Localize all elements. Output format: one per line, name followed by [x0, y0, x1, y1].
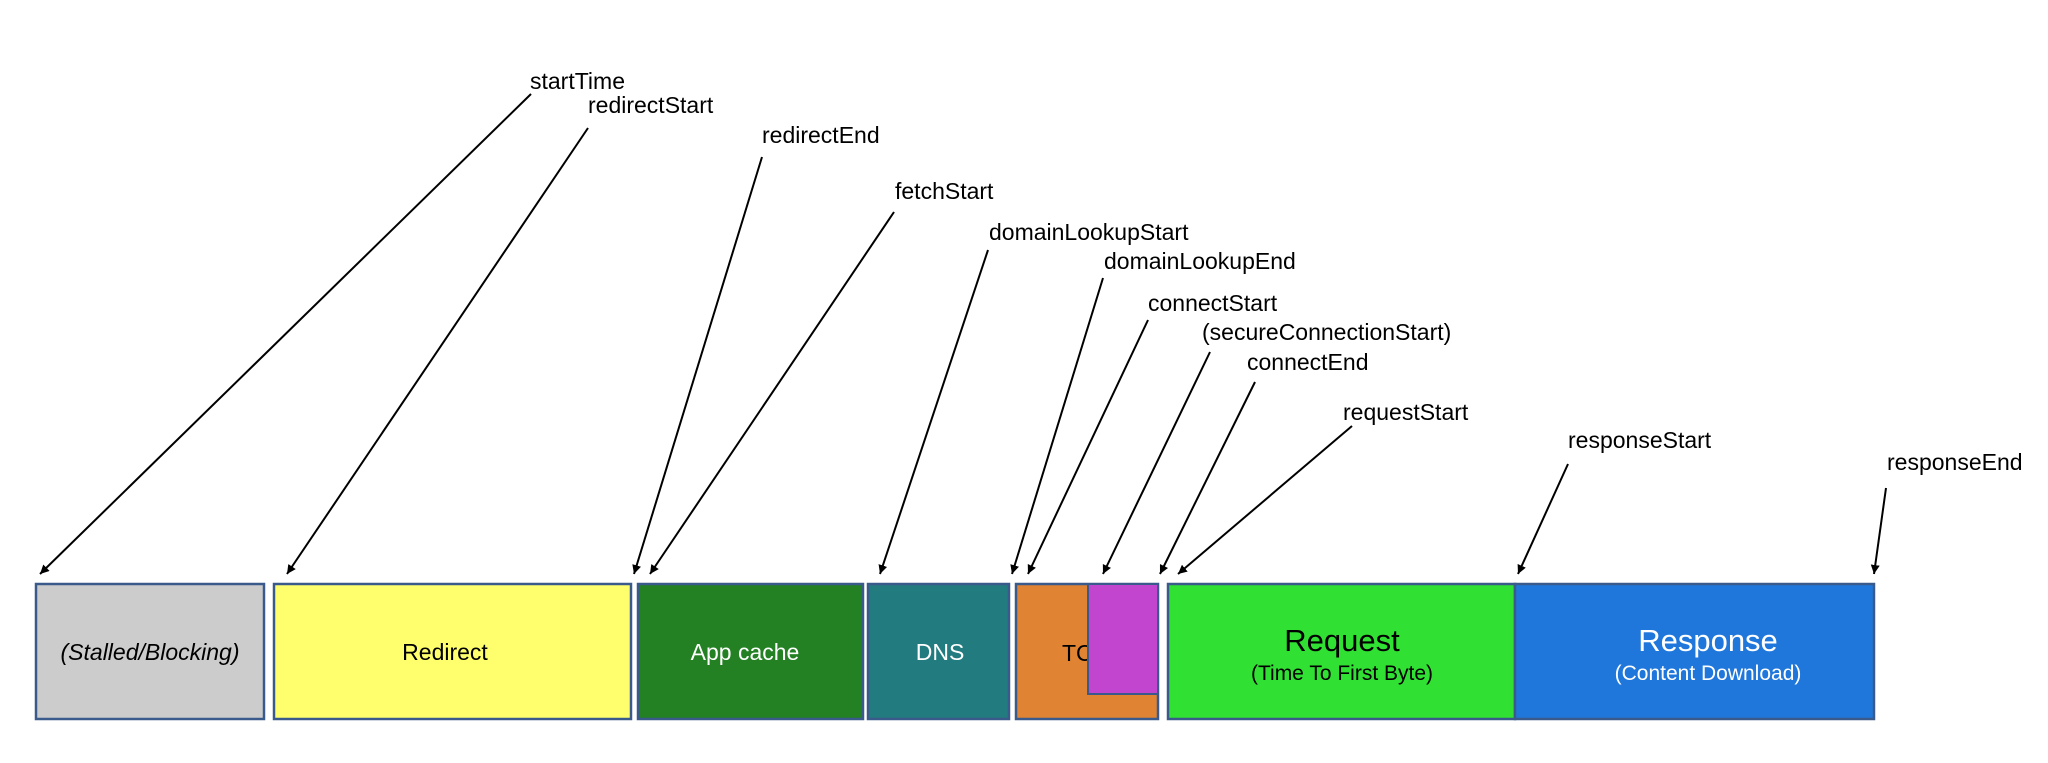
request-segment [1166, 582, 1517, 721]
startTime-arrow [39, 93, 532, 575]
response-label: Response [1638, 623, 1778, 658]
responseEnd-arrow [1870, 487, 1887, 575]
appcache-label: App cache [691, 639, 800, 665]
requestStart-label: requestStart [1343, 399, 1469, 425]
stalled-segment [34, 582, 266, 721]
redirectStart-arrow [286, 127, 589, 575]
domainLookupEnd-label: domainLookupEnd [1104, 248, 1296, 274]
redirectStart-label: redirectStart [588, 92, 714, 118]
responseStart-arrow [1517, 463, 1569, 575]
segment-bar: (Stalled/Blocking) Redirect App cache DN… [34, 582, 1876, 721]
redirectEnd-arrow [632, 156, 763, 575]
domainLookupStart-arrow [878, 249, 989, 575]
redirect-segment [272, 582, 633, 721]
domainLookupStart-label: domainLookupStart [989, 219, 1189, 245]
fetchStart-label: fetchStart [895, 178, 994, 204]
redirect-label: Redirect [402, 639, 488, 665]
connectStart-arrow [1027, 319, 1149, 575]
requestStart-arrow [1177, 425, 1353, 575]
request-sublabel: (Time To First Byte) [1251, 662, 1433, 685]
response-sublabel: (Content Download) [1615, 662, 1802, 685]
connectEnd-label: connectEnd [1247, 349, 1368, 375]
dns-label: DNS [916, 639, 965, 665]
secureConnectionStart-label: (secureConnectionStart) [1202, 319, 1451, 345]
connectEnd-arrow [1159, 381, 1256, 575]
fetchStart-arrow [649, 211, 895, 575]
responseStart-label: responseStart [1568, 427, 1712, 453]
marker-labels: startTime redirectStart redirectEnd fetc… [530, 68, 2023, 475]
appcache-segment [636, 582, 865, 721]
redirectEnd-label: redirectEnd [762, 122, 880, 148]
domainLookupEnd-arrow [1010, 277, 1104, 575]
response-segment [1513, 582, 1876, 721]
connectStart-label: connectStart [1148, 290, 1278, 316]
ssl-segment [1087, 583, 1159, 695]
secureConnectionStart-arrow [1102, 351, 1211, 575]
marker-arrows [39, 93, 1887, 575]
responseEnd-label: responseEnd [1887, 449, 2023, 475]
dns-segment [866, 582, 1011, 721]
stalled-label: (Stalled/Blocking) [61, 639, 240, 665]
request-label: Request [1284, 623, 1400, 658]
startTime-label: startTime [530, 68, 625, 94]
